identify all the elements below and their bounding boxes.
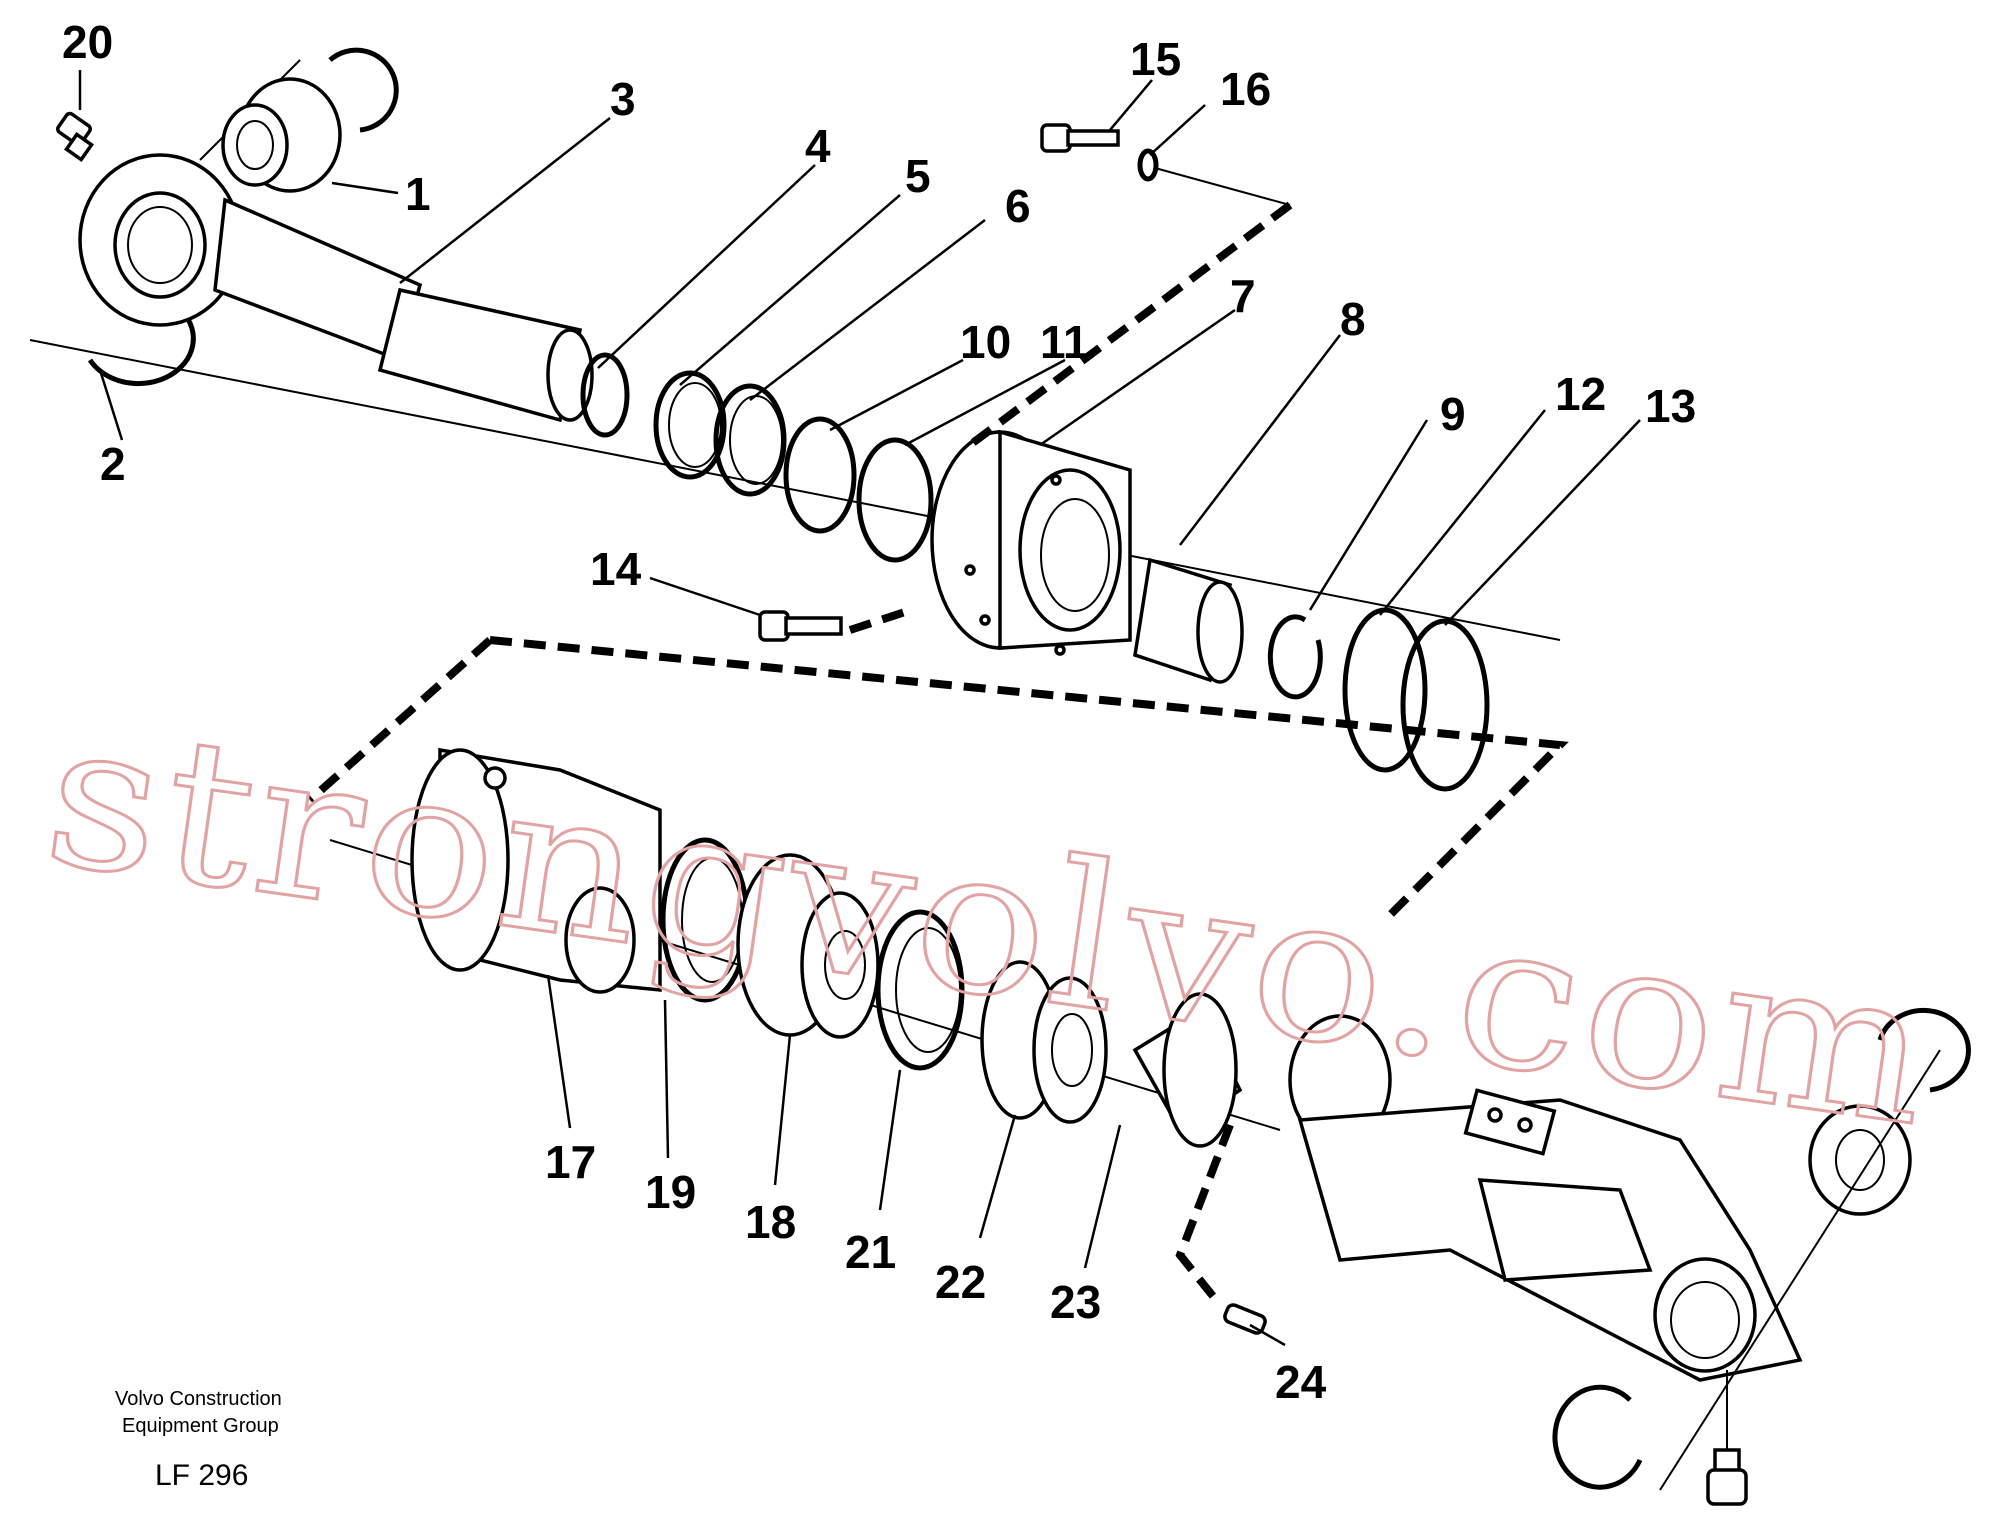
- lower-assembly: [307, 636, 1971, 1506]
- callout-20: 20: [62, 16, 113, 68]
- alignment-dash-upper: [967, 201, 1293, 449]
- callout-22: 22: [935, 1256, 986, 1308]
- callout-2: 2: [100, 438, 126, 490]
- wear-ring-22: [980, 960, 1108, 1124]
- callout-4: 4: [805, 120, 831, 172]
- callout-1: 1: [405, 168, 431, 220]
- callout-6: 6: [1005, 180, 1031, 232]
- footer: Volvo Construction Equipment Group LF 29…: [115, 1388, 282, 1492]
- figure-code: LF 296: [155, 1459, 248, 1492]
- seal-ring-21: [875, 909, 965, 1071]
- cylinder-tube: [1288, 1014, 1803, 1382]
- callout-21: 21: [845, 1226, 896, 1278]
- grease-nipple-bottom: [1706, 1448, 1748, 1506]
- callout-16: 16: [1220, 63, 1271, 115]
- alignment-frame: [307, 636, 1569, 923]
- seal-ring-11: [856, 437, 934, 563]
- callout-18: 18: [745, 1196, 796, 1248]
- circlip-bottom-right: [1877, 1007, 1971, 1093]
- seal-ring-12: [1342, 607, 1428, 773]
- set-screw-24: [1223, 1303, 1267, 1335]
- snap-ring-9: [1267, 614, 1323, 700]
- cylinder-head: [930, 429, 1132, 656]
- seal-ring-5: [653, 370, 727, 480]
- grease-nipple-top: [56, 111, 94, 162]
- callout-24: 24: [1275, 1356, 1327, 1408]
- leader-lines: [78, 70, 1641, 1347]
- seal-ring-6: [713, 383, 787, 497]
- callout-9: 9: [1440, 388, 1466, 440]
- circlip-bottom-left: [1552, 1384, 1643, 1490]
- callout-19: 19: [645, 1166, 696, 1218]
- company-name-line1: Volvo Construction: [115, 1388, 282, 1410]
- callout-5: 5: [905, 150, 931, 202]
- callout-13: 13: [1645, 380, 1696, 432]
- callout-17: 17: [545, 1136, 596, 1188]
- callout-23: 23: [1050, 1276, 1101, 1328]
- piston-17: [410, 747, 662, 994]
- callout-15: 15: [1130, 33, 1181, 85]
- screw-15: [1040, 123, 1120, 153]
- alignment-dash-lower: [1175, 1123, 1234, 1308]
- callout-7: 7: [1230, 270, 1256, 322]
- callout-8: 8: [1340, 293, 1366, 345]
- seal-ring-10: [783, 416, 857, 534]
- watermark: strongvolvo.com: [33, 677, 1947, 1172]
- screw-14: [758, 610, 843, 642]
- seal-ring-4: [580, 352, 630, 438]
- bushing-23: [1132, 992, 1243, 1148]
- o-ring-13: [1400, 618, 1490, 792]
- upper-assembly: [29, 47, 1561, 792]
- piston-seal-18: [736, 853, 880, 1039]
- washer-16: [1137, 148, 1159, 182]
- callout-3: 3: [610, 73, 636, 125]
- circlip-top-right: [328, 47, 399, 133]
- callout-11: 11: [1040, 316, 1089, 368]
- guide-bushing: [1133, 557, 1244, 684]
- alignment-dash-upper-2: [848, 608, 907, 634]
- callout-10: 10: [960, 316, 1011, 368]
- company-name-line2: Equipment Group: [122, 1415, 279, 1437]
- callout-14: 14: [590, 543, 642, 595]
- spherical-bearing-bottom: [1808, 1104, 1912, 1216]
- piston-rod: [78, 153, 594, 423]
- spherical-bearing-top: [221, 77, 342, 193]
- callout-12: 12: [1555, 368, 1606, 420]
- callout-labels: 20 1 2 3 4 5 6 10 11 7 8 9 12 13 14 15 1…: [62, 16, 1696, 1408]
